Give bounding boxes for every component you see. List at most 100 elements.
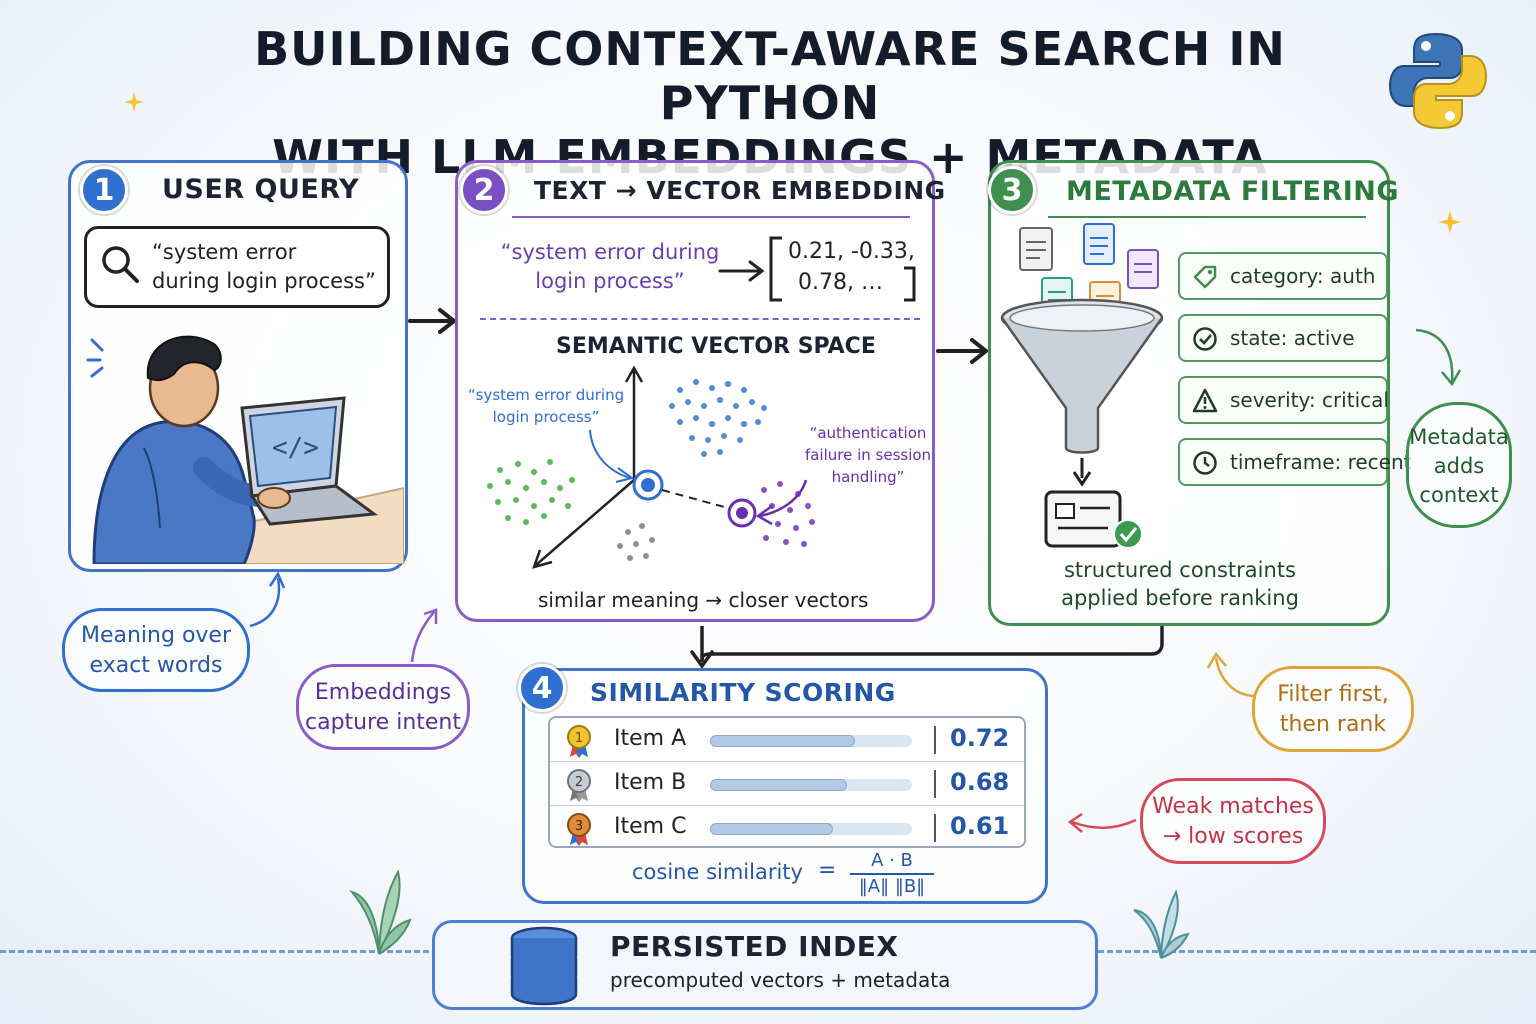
cosine-formula-label: cosine similarity xyxy=(632,860,803,884)
vector-line-2: 0.78, … xyxy=(798,270,883,295)
sparkle-icon xyxy=(124,92,144,112)
search-query-text: “system error during login process” xyxy=(152,238,392,296)
ranking-row[interactable]: 2 Item B 0.68 xyxy=(550,762,1024,806)
embedding-panel xyxy=(455,160,935,622)
vector-space-caption: similar meaning → closer vectors xyxy=(538,588,869,612)
note-weak-line-1: Weak matches xyxy=(1152,794,1314,819)
metadata-caption: structured constraints applied before ra… xyxy=(1030,556,1330,612)
score-separator xyxy=(934,814,936,842)
vector-values: 0.21, -0.33, 0.78, … xyxy=(788,236,918,298)
flow-arrow-2-to-3 xyxy=(936,338,988,364)
metadata-tag-category-label: category: auth xyxy=(1230,264,1376,288)
ranking-row[interactable]: 3 Item C 0.61 xyxy=(550,806,1024,850)
ranking-item-score: 0.72 xyxy=(950,724,1010,752)
svg-text:3: 3 xyxy=(575,819,583,834)
note-arrow xyxy=(1415,328,1462,387)
ranking-item-label: Item C xyxy=(614,814,687,839)
sparkle-icon xyxy=(1438,210,1462,234)
warning-icon xyxy=(1192,388,1218,413)
note-weak-matches: Weak matches → low scores xyxy=(1140,778,1326,864)
point-b-line-1: “authentication xyxy=(809,424,927,442)
point-a-line-2: login process” xyxy=(492,408,600,426)
user-query-title: USER QUERY xyxy=(162,174,360,205)
metadata-tag-state-label: state: active xyxy=(1230,326,1355,350)
metadata-caption-line-1: structured constraints xyxy=(1063,558,1296,582)
step-number-4: 4 xyxy=(518,664,566,712)
python-logo-icon xyxy=(1388,32,1488,130)
metadata-caption-line-2: applied before ranking xyxy=(1061,586,1299,610)
persisted-index-title: PERSISTED INDEX xyxy=(610,930,899,963)
note-filter-line-1: Filter first, xyxy=(1277,682,1389,707)
note-meaning-line-1: Meaning over xyxy=(80,623,231,648)
score-bar-track xyxy=(710,823,912,835)
metadata-tag-severity-label: severity: critical xyxy=(1230,388,1389,412)
ranking-item-label: Item B xyxy=(614,770,687,795)
vector-point-a-label: “system error during login process” xyxy=(466,384,626,428)
flow-arrow-1-to-2 xyxy=(408,308,456,334)
note-metadata-line-1: Metadata xyxy=(1409,425,1509,449)
step-number-2: 2 xyxy=(460,166,508,214)
metadata-tag-state[interactable]: state: active xyxy=(1178,314,1388,362)
ranking-item-score: 0.68 xyxy=(950,768,1010,796)
similarity-scoring-title: SIMILARITY SCORING xyxy=(590,678,896,707)
note-meaning-over-words: Meaning over exact words xyxy=(62,608,250,692)
score-separator xyxy=(934,726,936,754)
person-at-laptop-illustration: </> xyxy=(92,335,404,564)
note-filter-line-2: then rank xyxy=(1279,712,1387,737)
note-metadata-line-2: adds xyxy=(1433,454,1485,478)
note-metadata-line-3: context xyxy=(1419,483,1499,507)
cosine-formula-fraction: A · B ‖A‖ ‖B‖ xyxy=(846,850,938,898)
metadata-title-underline xyxy=(1048,216,1366,218)
cosine-formula-equals: = xyxy=(818,858,837,883)
vector-bracket-left xyxy=(769,236,782,302)
clock-icon xyxy=(1193,451,1217,475)
vector-bracket-right xyxy=(904,266,916,302)
persisted-index-subtitle: precomputed vectors + metadata xyxy=(610,968,951,992)
search-query-box[interactable] xyxy=(84,226,390,308)
note-arrow xyxy=(410,608,438,663)
ranking-item-score: 0.61 xyxy=(950,812,1010,840)
step-number-3: 3 xyxy=(988,166,1036,214)
note-meaning-line-2: exact words xyxy=(89,653,223,678)
metadata-tag-timeframe[interactable]: timeframe: recent xyxy=(1178,438,1412,486)
query-line-1: “system error xyxy=(152,240,297,264)
note-filter-first: Filter first, then rank xyxy=(1252,666,1414,752)
score-bar-fill xyxy=(710,823,834,835)
note-weak-line-2: → low scores xyxy=(1162,824,1304,849)
note-embeddings-line-1: Embeddings xyxy=(314,680,452,705)
cosine-formula-denominator: ‖A‖ ‖B‖ xyxy=(858,876,926,897)
embedding-divider xyxy=(480,318,920,320)
vector-space-title: SEMANTIC VECTOR SPACE xyxy=(556,334,876,359)
metadata-tag-category[interactable]: category: auth xyxy=(1178,252,1388,300)
note-arrow xyxy=(1067,812,1137,833)
note-metadata-context: Metadata adds context xyxy=(1406,402,1512,528)
vector-space-plot xyxy=(487,365,815,569)
check-circle-icon xyxy=(1193,327,1217,351)
tag-icon xyxy=(1193,265,1217,289)
metadata-tag-severity[interactable]: severity: critical xyxy=(1178,376,1389,424)
ranking-row[interactable]: 1 Item A 0.72 xyxy=(550,718,1024,762)
silver-medal-icon: 2 xyxy=(567,769,591,802)
metadata-filtering-title: METADATA FILTERING xyxy=(1066,176,1400,207)
metadata-tag-timeframe-label: timeframe: recent xyxy=(1230,450,1412,474)
score-separator xyxy=(934,770,936,798)
vector-point-b-label: “authentication failure in session handl… xyxy=(798,422,938,488)
point-a-line-1: “system error during xyxy=(467,386,625,404)
query-line-2: during login process” xyxy=(152,269,376,293)
cosine-formula-rule xyxy=(850,873,934,875)
cosine-formula-numerator: A · B xyxy=(871,850,913,871)
svg-text:1: 1 xyxy=(575,731,583,746)
ranking-table: 1 Item A 0.72 2 Item B 0.68 3 Item C 0.6… xyxy=(548,716,1026,848)
document-icon xyxy=(1019,227,1053,271)
point-b-line-3: handling” xyxy=(831,468,905,486)
plant-decoration xyxy=(349,869,412,955)
embedding-title: TEXT → VECTOR EMBEDDING xyxy=(534,176,946,205)
embedding-title-underline xyxy=(512,216,910,218)
score-bar-fill xyxy=(710,779,848,791)
embedding-input-text: “system error during login process” xyxy=(490,238,730,296)
note-arrow xyxy=(1206,651,1257,698)
svg-text:</>: </> xyxy=(272,433,319,463)
note-embeddings-line-2: capture intent xyxy=(305,710,461,735)
step-number-1: 1 xyxy=(80,166,128,214)
embedding-input-line-2: login process” xyxy=(535,269,685,293)
